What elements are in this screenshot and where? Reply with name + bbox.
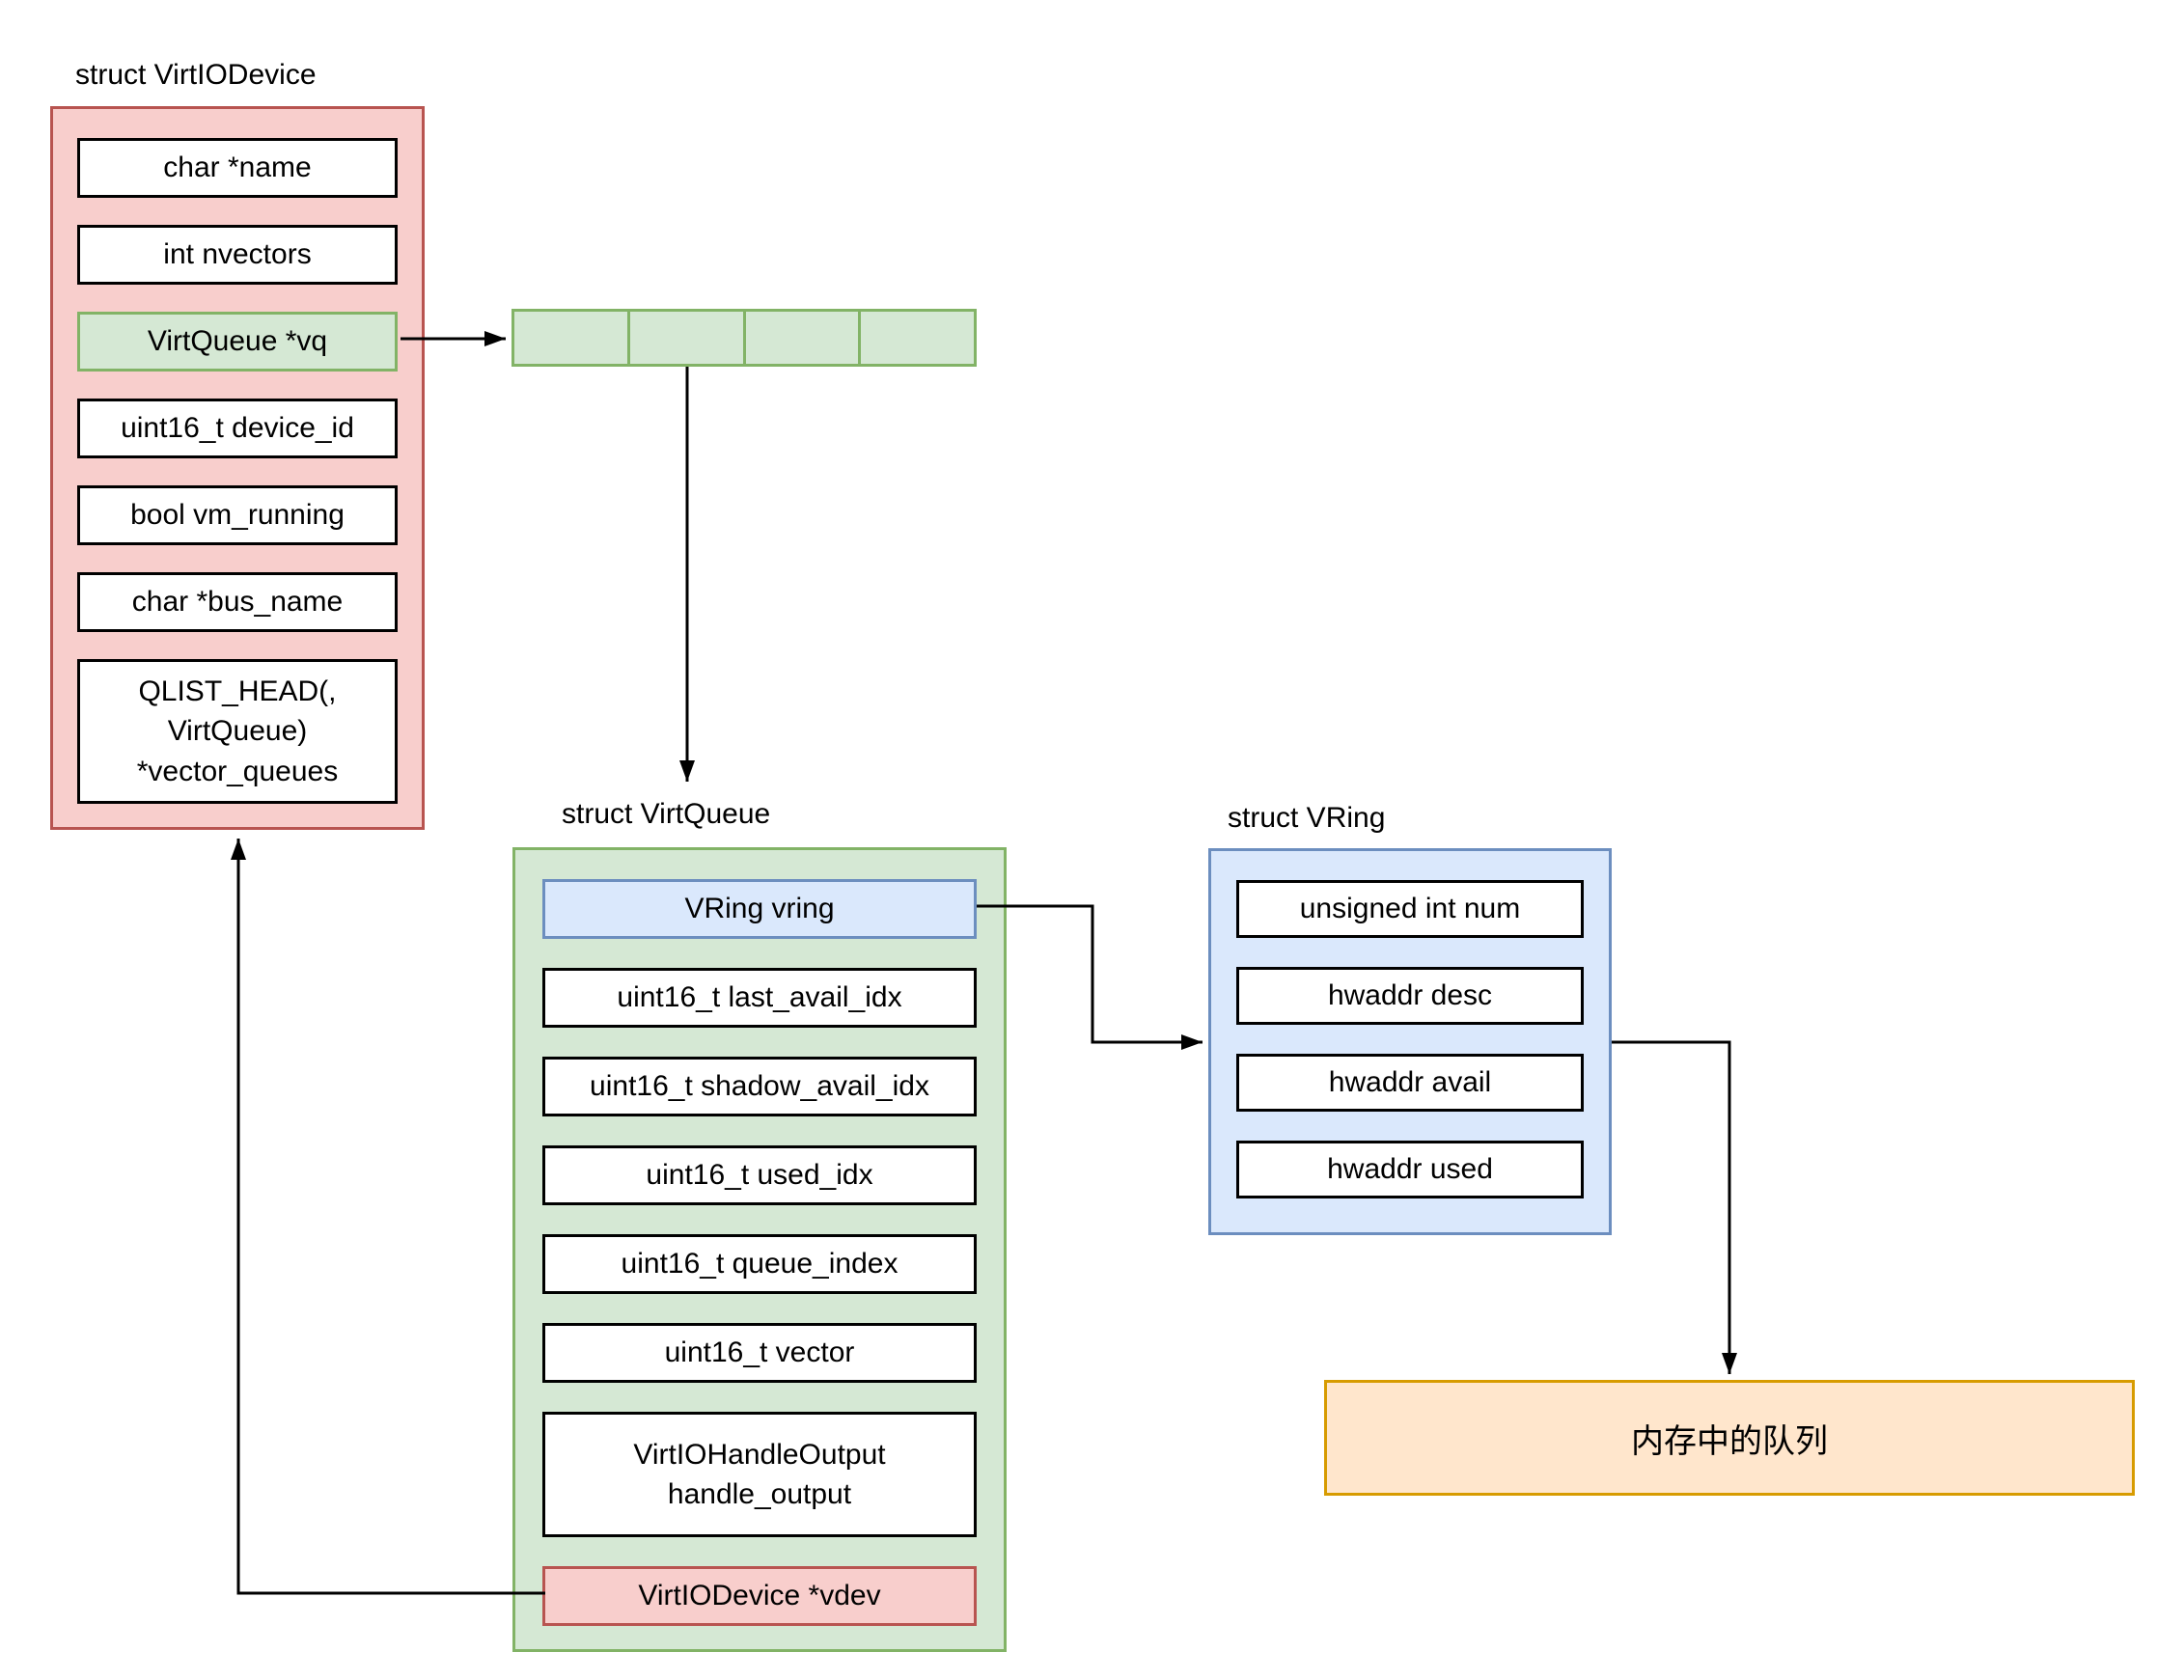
field-handle-output: VirtIOHandleOutput handle_output — [542, 1412, 977, 1537]
field-nvectors: int nvectors — [77, 225, 398, 285]
memory-queue-box: 内存中的队列 — [1324, 1380, 2135, 1496]
field-queue-index: uint16_t queue_index — [542, 1234, 977, 1294]
virtqueue-title: struct VirtQueue — [562, 798, 771, 830]
field-num: unsigned int num — [1236, 880, 1584, 938]
field-vector: uint16_t vector — [542, 1323, 977, 1383]
field-avail: hwaddr avail — [1236, 1054, 1584, 1112]
field-vdev: VirtIODevice *vdev — [542, 1566, 977, 1626]
arrow-vdev-to-virtio-device — [231, 839, 545, 1595]
virtio-device-struct-box: char *name int nvectors VirtQueue *vq ui… — [50, 106, 425, 830]
vq-array — [511, 309, 977, 367]
field-used-idx: uint16_t used_idx — [542, 1145, 977, 1205]
field-vring: VRing vring — [542, 879, 977, 939]
field-last-avail-idx: uint16_t last_avail_idx — [542, 968, 977, 1028]
vq-array-cell — [626, 312, 743, 364]
field-vm-running: bool vm_running — [77, 485, 398, 545]
vring-struct-box: unsigned int num hwaddr desc hwaddr avai… — [1208, 848, 1612, 1235]
vq-array-cell — [514, 312, 627, 364]
field-used: hwaddr used — [1236, 1141, 1584, 1198]
field-vector-queues: QLIST_HEAD(, VirtQueue) *vector_queues — [77, 659, 398, 804]
memory-queue-label: 内存中的队列 — [1631, 1423, 1828, 1460]
field-shadow-avail-idx: uint16_t shadow_avail_idx — [542, 1057, 977, 1116]
arrow-vring-struct-to-memory-queue — [1612, 1040, 1737, 1374]
vq-array-cell — [858, 312, 974, 364]
field-bus-name: char *bus_name — [77, 572, 398, 632]
field-device-id: uint16_t device_id — [77, 399, 398, 458]
field-name: char *name — [77, 138, 398, 198]
virtqueue-struct-box: VRing vring uint16_t last_avail_idx uint… — [512, 847, 1007, 1652]
vq-array-cell — [742, 312, 859, 364]
field-desc: hwaddr desc — [1236, 967, 1584, 1025]
field-vq: VirtQueue *vq — [77, 312, 398, 372]
vring-title: struct VRing — [1228, 802, 1386, 834]
virtio-device-title: struct VirtIODevice — [75, 59, 317, 91]
arrow-vring-field-to-vring-struct — [977, 904, 1203, 1050]
